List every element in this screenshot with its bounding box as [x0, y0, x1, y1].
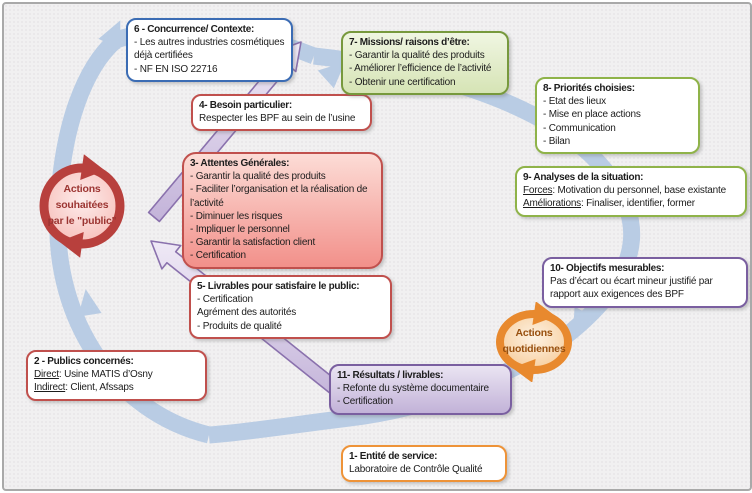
- cycle-arrowhead-to-missions-icon: [317, 61, 346, 89]
- box-line: - Garantir la qualité des produits: [190, 171, 326, 183]
- box-line: Forces: Motivation du personnel, base ex…: [523, 185, 726, 197]
- box-line: - Garantir la satisfaction client: [190, 237, 316, 249]
- box-title: 11- Résultats / livrables:: [337, 370, 444, 381]
- box-title: 8- Priorités choisies:: [543, 83, 635, 94]
- box-8-priorites-choisies: 8- Priorités choisies:- Etat des lieux- …: [535, 77, 700, 154]
- box-title: 3- Attentes Générales:: [190, 158, 290, 169]
- box-1-entite-de-service: 1- Entité de service: Laboratoire de Cont…: [341, 445, 507, 483]
- box-title: 4- Besoin particulier:: [199, 100, 292, 111]
- box-title: 10- Objectifs mesurables:: [550, 263, 665, 274]
- box-title: 9- Analyses de la situation:: [523, 172, 644, 183]
- box-title: 2 - Publics concernés:: [34, 356, 134, 367]
- cycle-arrowhead-to-daily-icon: [572, 306, 596, 336]
- box-line: Laboratoire de Contrôle Qualité: [349, 464, 483, 476]
- box-line: Agrément des autorités: [197, 307, 296, 319]
- underlined-term: Forces: [523, 185, 553, 197]
- badge-actions-souhaitees-label: Actions souhaitées par le "public": [30, 152, 134, 260]
- box-title: 1- Entité de service:: [349, 451, 438, 462]
- box-line: - Obtenir une certification: [349, 76, 456, 88]
- box-line: - Certification: [337, 396, 393, 408]
- box-line: - Refonte du système documentaire: [337, 383, 489, 395]
- badge-actions-quotidiennes-label: Actions quotidiennes: [488, 302, 580, 382]
- badge-line: Actions: [63, 183, 101, 196]
- badge-actions-souhaitees: Actions souhaitées par le "public": [30, 152, 134, 260]
- box-line: - NF EN ISO 22716: [134, 63, 218, 75]
- box-title: 6 - Concurrence/ Contexte:: [134, 24, 255, 35]
- box-6-concurrence-contexte: 6 - Concurrence/ Contexte: - Les autres i…: [126, 18, 293, 82]
- circular-arrow-orange-icon: [496, 302, 572, 382]
- box-7-missions-raisons-d-etre: 7- Missions/ raisons d’être: - Garantir l…: [341, 31, 509, 95]
- underlined-term: Indirect: [34, 382, 66, 394]
- box-line: - Bilan: [543, 135, 570, 147]
- box-line: - Les autres industries cosmétiques déjà…: [134, 37, 285, 62]
- box-line: - Communication: [543, 122, 616, 134]
- underlined-term: Direct: [34, 369, 59, 381]
- box-4-besoin-particulier: 4- Besoin particulier: Respecter les BPF …: [191, 94, 372, 132]
- box-line: Améliorations: Finaliser, identifier, fo…: [523, 198, 695, 210]
- box-10-objectifs-mesurables: 10- Objectifs mesurables: Pas d’écart ou …: [542, 257, 748, 308]
- box-line: - Faciliter l’organisation et la réalisa…: [190, 184, 368, 209]
- badge-line: souhaitées: [55, 199, 109, 212]
- underlined-term: Améliorations: [523, 198, 581, 210]
- box-title: 7- Missions/ raisons d’être:: [349, 37, 470, 48]
- box-line: - Impliquer le personnel: [190, 223, 290, 235]
- badge-line: Actions: [515, 327, 553, 340]
- badge-actions-quotidiennes: Actions quotidiennes: [488, 302, 580, 382]
- box-line: Respecter les BPF au sein de l’usine: [199, 113, 356, 125]
- cycle-arrowhead-left-icon: [77, 289, 102, 317]
- box-title: 5- Livrables pour satisfaire le public:: [197, 281, 360, 292]
- box-line: - Certification: [190, 250, 246, 262]
- box-line: - Etat des lieux: [543, 96, 606, 108]
- cycle-arrowhead-top-left-icon: [98, 20, 121, 50]
- box-line: - Mise en place actions: [543, 109, 641, 121]
- box-line: Direct: Usine MATIS d’Osny: [34, 369, 153, 381]
- badge-line: quotidiennes: [502, 343, 566, 355]
- box-line: - Certification: [197, 294, 253, 306]
- box-line: Pas d’écart ou écart mineur justifié par…: [550, 276, 713, 301]
- box-line: - Garantir la qualité des produits: [349, 50, 485, 62]
- box-line: - Diminuer les risques: [190, 210, 283, 222]
- box-11-resultats-livrables: 11- Résultats / livrables: - Refonte du s…: [329, 364, 512, 415]
- box-3-attentes-generales: 3- Attentes Générales: - Garantir la qual…: [182, 152, 383, 269]
- box-line: Indirect: Client, Afssaps: [34, 382, 134, 394]
- circular-arrow-red-icon: [39, 154, 125, 258]
- box-line: - Améliorer l’efficience de l’activité: [349, 63, 492, 75]
- box-9-analyses-de-la-situation: 9- Analyses de la situation: Forces: Moti…: [515, 166, 747, 217]
- box-5-livrables-public: 5- Livrables pour satisfaire le public: -…: [189, 275, 392, 339]
- badge-line: par le "public": [47, 214, 117, 227]
- box-line: - Produits de qualité: [197, 320, 282, 332]
- box-2-publics-concernes: 2 - Publics concernés: Direct: Usine MATI…: [26, 350, 207, 401]
